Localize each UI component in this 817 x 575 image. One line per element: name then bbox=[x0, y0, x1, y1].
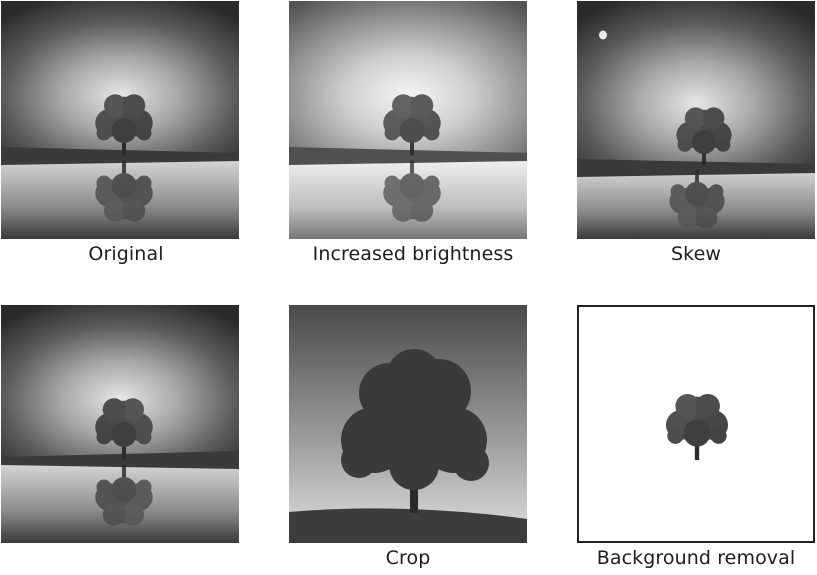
image-background-removal bbox=[577, 305, 815, 543]
image-original bbox=[1, 1, 239, 239]
image-increased-brightness bbox=[289, 1, 527, 239]
caption-skew: Skew bbox=[670, 243, 721, 265]
moon-icon bbox=[599, 30, 607, 40]
caption-original: Original bbox=[88, 243, 164, 265]
lake-tree-scene-bright bbox=[289, 1, 527, 239]
caption-background-removal: Background removal bbox=[596, 547, 796, 569]
caption-crop: Crop bbox=[385, 547, 431, 569]
lake-tree-scene-skewed bbox=[577, 1, 815, 239]
caption-increased-brightness: Increased brightness bbox=[312, 243, 514, 265]
lake-tree-scene-flipped bbox=[1, 305, 239, 543]
image-skew bbox=[577, 1, 815, 239]
image-crop bbox=[289, 305, 527, 543]
image-flipped bbox=[1, 305, 239, 543]
lake-tree-scene-original bbox=[1, 1, 239, 239]
tree-closeup-cropped bbox=[289, 305, 527, 543]
isolated-tree bbox=[665, 393, 729, 461]
